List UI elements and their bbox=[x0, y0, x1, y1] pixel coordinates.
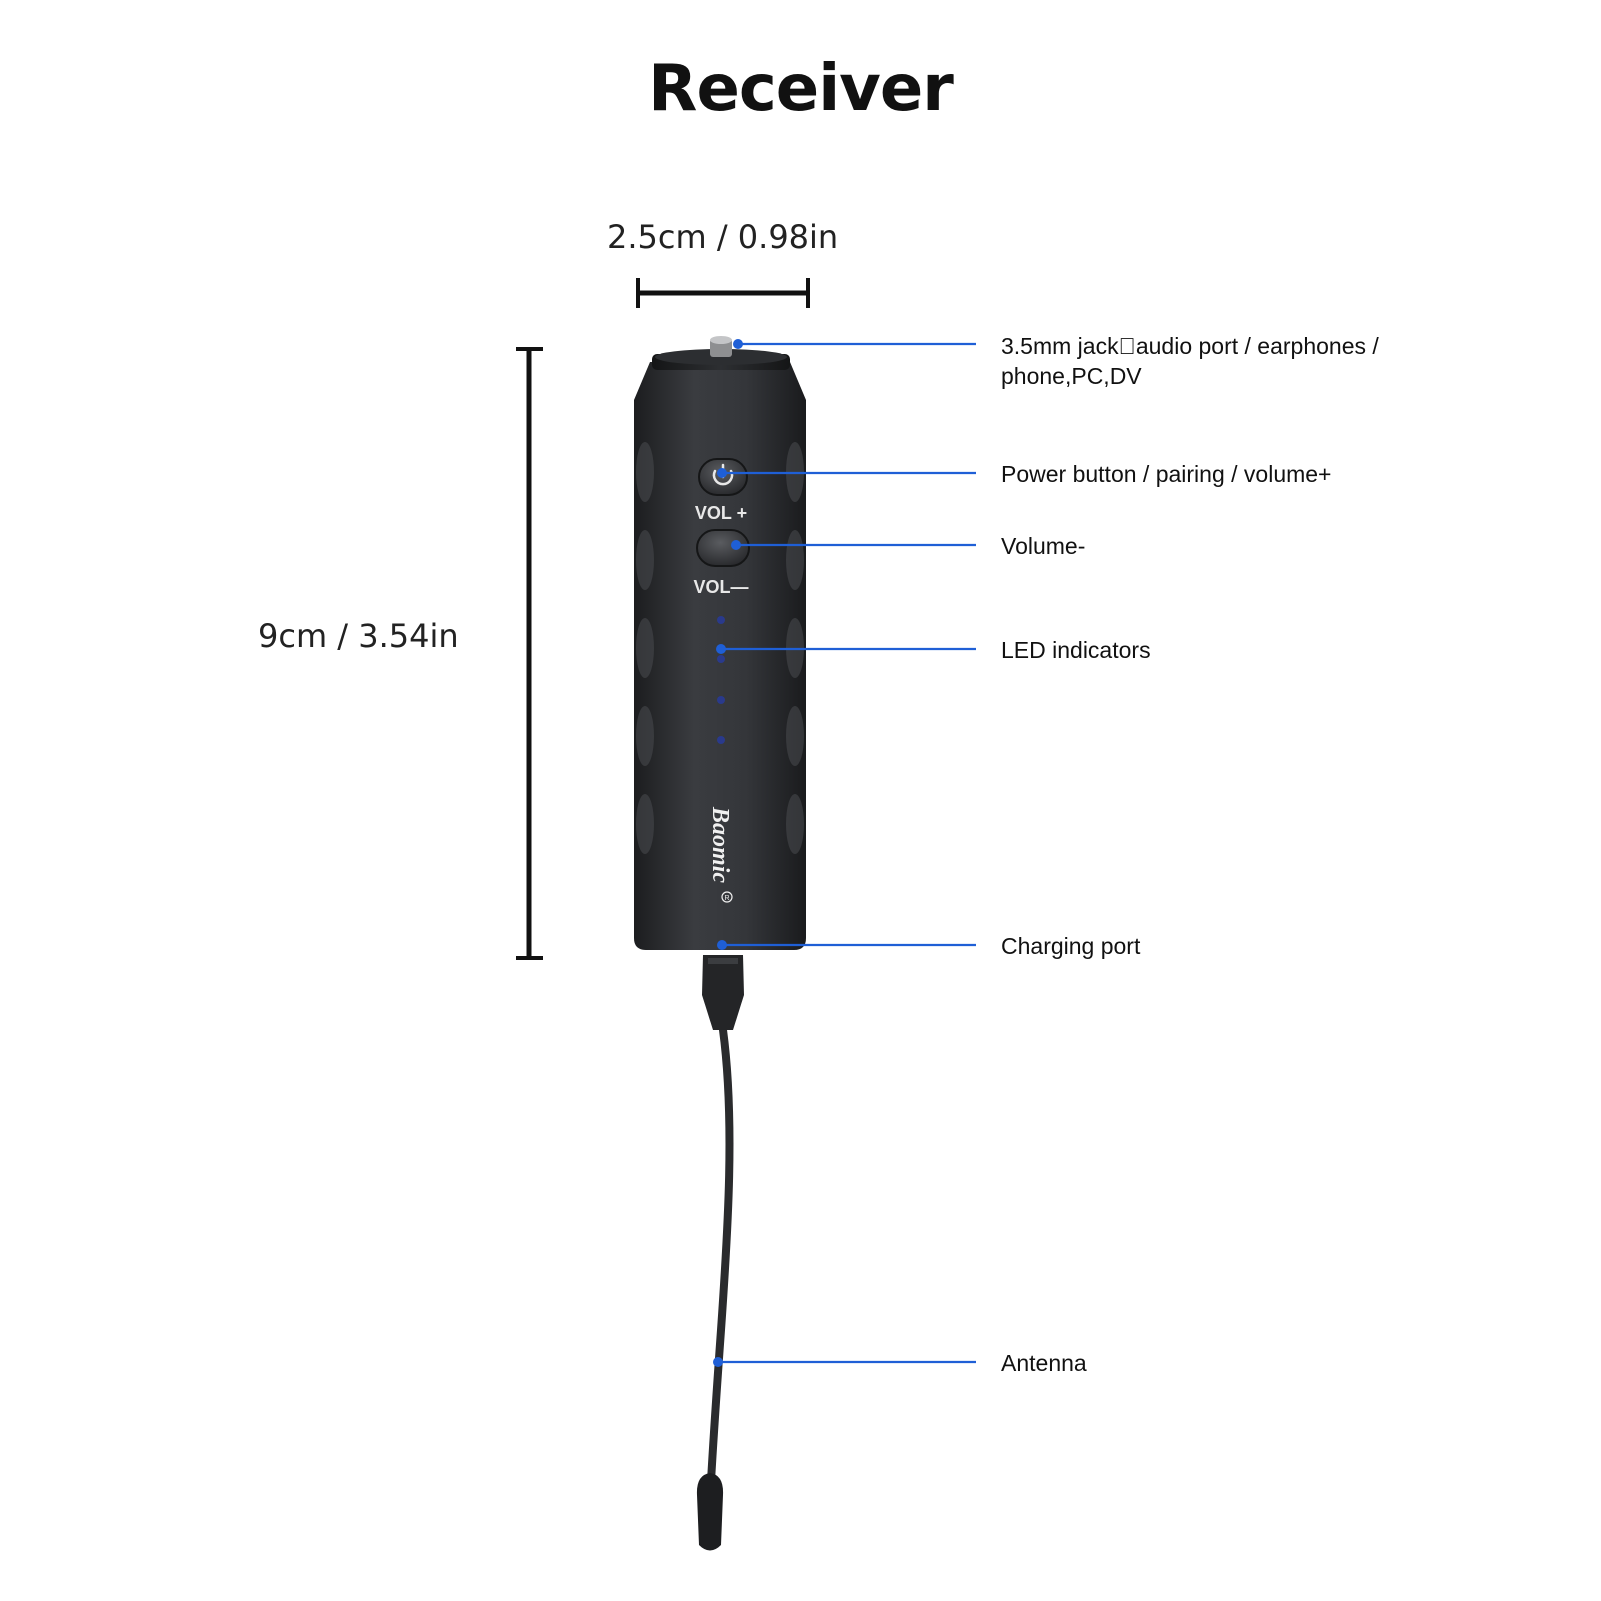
callout-led-line-1: LED indicators bbox=[1001, 637, 1151, 663]
leader-lines bbox=[713, 339, 976, 1367]
callout-jack-line-2: phone,PC,DV bbox=[1001, 363, 1142, 389]
vol-minus-label: VOL— bbox=[693, 577, 748, 597]
callout-charging-line-1: Charging port bbox=[1001, 933, 1141, 959]
diagram-title: Receiver bbox=[648, 52, 954, 126]
leader-antenna bbox=[713, 1357, 976, 1367]
led-indicators bbox=[717, 616, 725, 744]
width-dimension-bar bbox=[636, 278, 810, 308]
callout-jack: 3.5mm jack audio port / earphones / phon… bbox=[1001, 331, 1379, 391]
leader-charging bbox=[717, 940, 976, 950]
callout-led: LED indicators bbox=[1001, 635, 1151, 665]
height-dimension-bar bbox=[516, 347, 543, 960]
leader-led bbox=[716, 644, 976, 654]
svg-text:Baomic: Baomic bbox=[707, 806, 733, 883]
width-dimension-label: 2.5cm / 0.98in bbox=[607, 218, 839, 256]
led-indicator bbox=[717, 736, 725, 744]
height-dimension-label: 9cm / 3.54in bbox=[258, 617, 459, 655]
callout-antenna: Antenna bbox=[1001, 1348, 1087, 1378]
callout-volume-minus: Volume- bbox=[1001, 531, 1085, 561]
antenna bbox=[696, 955, 744, 1551]
led-indicator bbox=[717, 616, 725, 624]
registered-mark-icon: R bbox=[721, 891, 733, 903]
brand-logo: Baomic bbox=[707, 806, 733, 883]
led-indicator bbox=[717, 696, 725, 704]
callout-antenna-line-1: Antenna bbox=[1001, 1350, 1087, 1376]
leader-jack bbox=[733, 339, 976, 349]
callout-volume-minus-line-1: Volume- bbox=[1001, 533, 1086, 559]
callout-jack-line-1: 3.5mm jack audio port / earphones / bbox=[1001, 333, 1379, 359]
volume-minus-button bbox=[696, 529, 750, 567]
vol-plus-label: VOL + bbox=[695, 503, 747, 523]
led-indicator bbox=[717, 655, 725, 663]
leader-volume-minus bbox=[731, 540, 976, 550]
leader-power bbox=[717, 468, 976, 478]
callout-power-line-1: Power button / pairing / volume+ bbox=[1001, 461, 1332, 487]
svg-text:R: R bbox=[724, 895, 729, 902]
callout-charging: Charging port bbox=[1001, 931, 1140, 961]
callout-power: Power button / pairing / volume+ bbox=[1001, 459, 1332, 489]
